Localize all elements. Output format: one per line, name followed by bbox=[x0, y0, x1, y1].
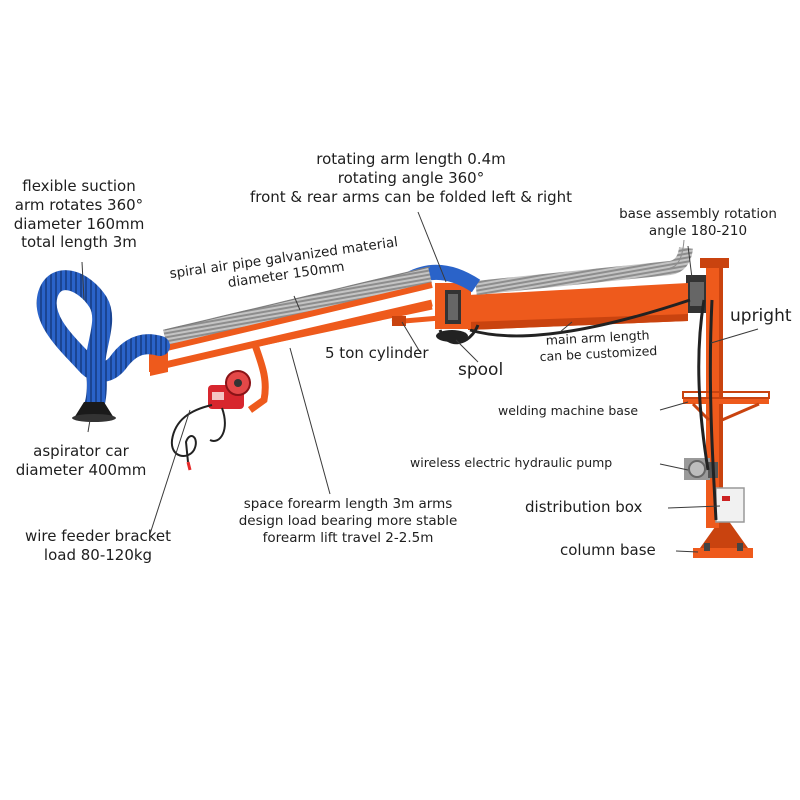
spiral-air-pipe bbox=[163, 266, 432, 347]
label-forearm-line2: design load bearing more stable bbox=[238, 512, 458, 529]
label-flexible-suction-line2: arm rotates 360° bbox=[14, 195, 144, 214]
label-forearm-line1: space forearm length 3m arms bbox=[243, 496, 453, 512]
label-rotating-arm-line1: rotating arm length 0.4m bbox=[316, 150, 506, 168]
label-wire-feeder-line1: wire feeder bracket bbox=[24, 527, 172, 545]
distribution-box-shape bbox=[715, 487, 745, 523]
rotating-joint bbox=[435, 283, 471, 342]
hanger-bracket bbox=[247, 343, 269, 413]
column-base bbox=[693, 520, 753, 558]
hydraulic-cylinder bbox=[391, 315, 441, 326]
label-base-rotation: base assembly rotation angle 180-210 bbox=[608, 206, 788, 240]
wire-feeder bbox=[208, 370, 251, 409]
welding-machine-base bbox=[682, 391, 770, 422]
label-wire-feeder: wire feeder bracket load 80-120kg bbox=[8, 527, 188, 565]
column-cables bbox=[697, 299, 718, 521]
label-wire-feeder-line2: load 80-120kg bbox=[43, 545, 153, 564]
main-arm bbox=[468, 239, 693, 330]
label-rotating-arm: rotating arm length 0.4m rotating angle … bbox=[240, 150, 582, 206]
label-welding-base: welding machine base bbox=[498, 403, 639, 418]
label-upright: upright bbox=[730, 306, 792, 326]
label-aspirator: aspirator car diameter 400mm bbox=[2, 442, 160, 480]
label-base-rotation-line2: angle 180-210 bbox=[648, 222, 748, 239]
label-aspirator-line1: aspirator car bbox=[33, 442, 129, 460]
label-forearm: space forearm length 3m arms design load… bbox=[212, 496, 484, 547]
label-cylinder: 5 ton cylinder bbox=[325, 344, 429, 362]
label-base-rotation-line1: base assembly rotation bbox=[619, 206, 777, 222]
label-rotating-arm-line3: front & rear arms can be folded left & r… bbox=[249, 187, 573, 206]
label-flexible-suction: flexible suction arm rotates 360° diamet… bbox=[4, 177, 154, 252]
label-distribution-box: distribution box bbox=[525, 498, 643, 516]
label-spool: spool bbox=[458, 360, 504, 380]
label-flexible-suction-line3: diameter 160mm bbox=[13, 214, 145, 233]
label-flexible-suction-line4: total length 3m bbox=[21, 233, 137, 252]
aspirator-cup bbox=[72, 402, 116, 422]
leader-lines bbox=[81, 211, 759, 553]
welding-torch-cable bbox=[170, 404, 213, 463]
label-forearm-line3: forearm lift travel 2-2.5m bbox=[262, 529, 434, 546]
label-column-base: column base bbox=[560, 541, 656, 559]
flexible-suction-hose bbox=[36, 270, 170, 416]
label-rotating-arm-line2: rotating angle 360° bbox=[337, 168, 485, 187]
label-aspirator-line2: diameter 400mm bbox=[15, 460, 147, 479]
label-hydraulic-pump: wireless electric hydraulic pump bbox=[410, 455, 613, 470]
label-flexible-suction-line1: flexible suction bbox=[22, 177, 136, 195]
